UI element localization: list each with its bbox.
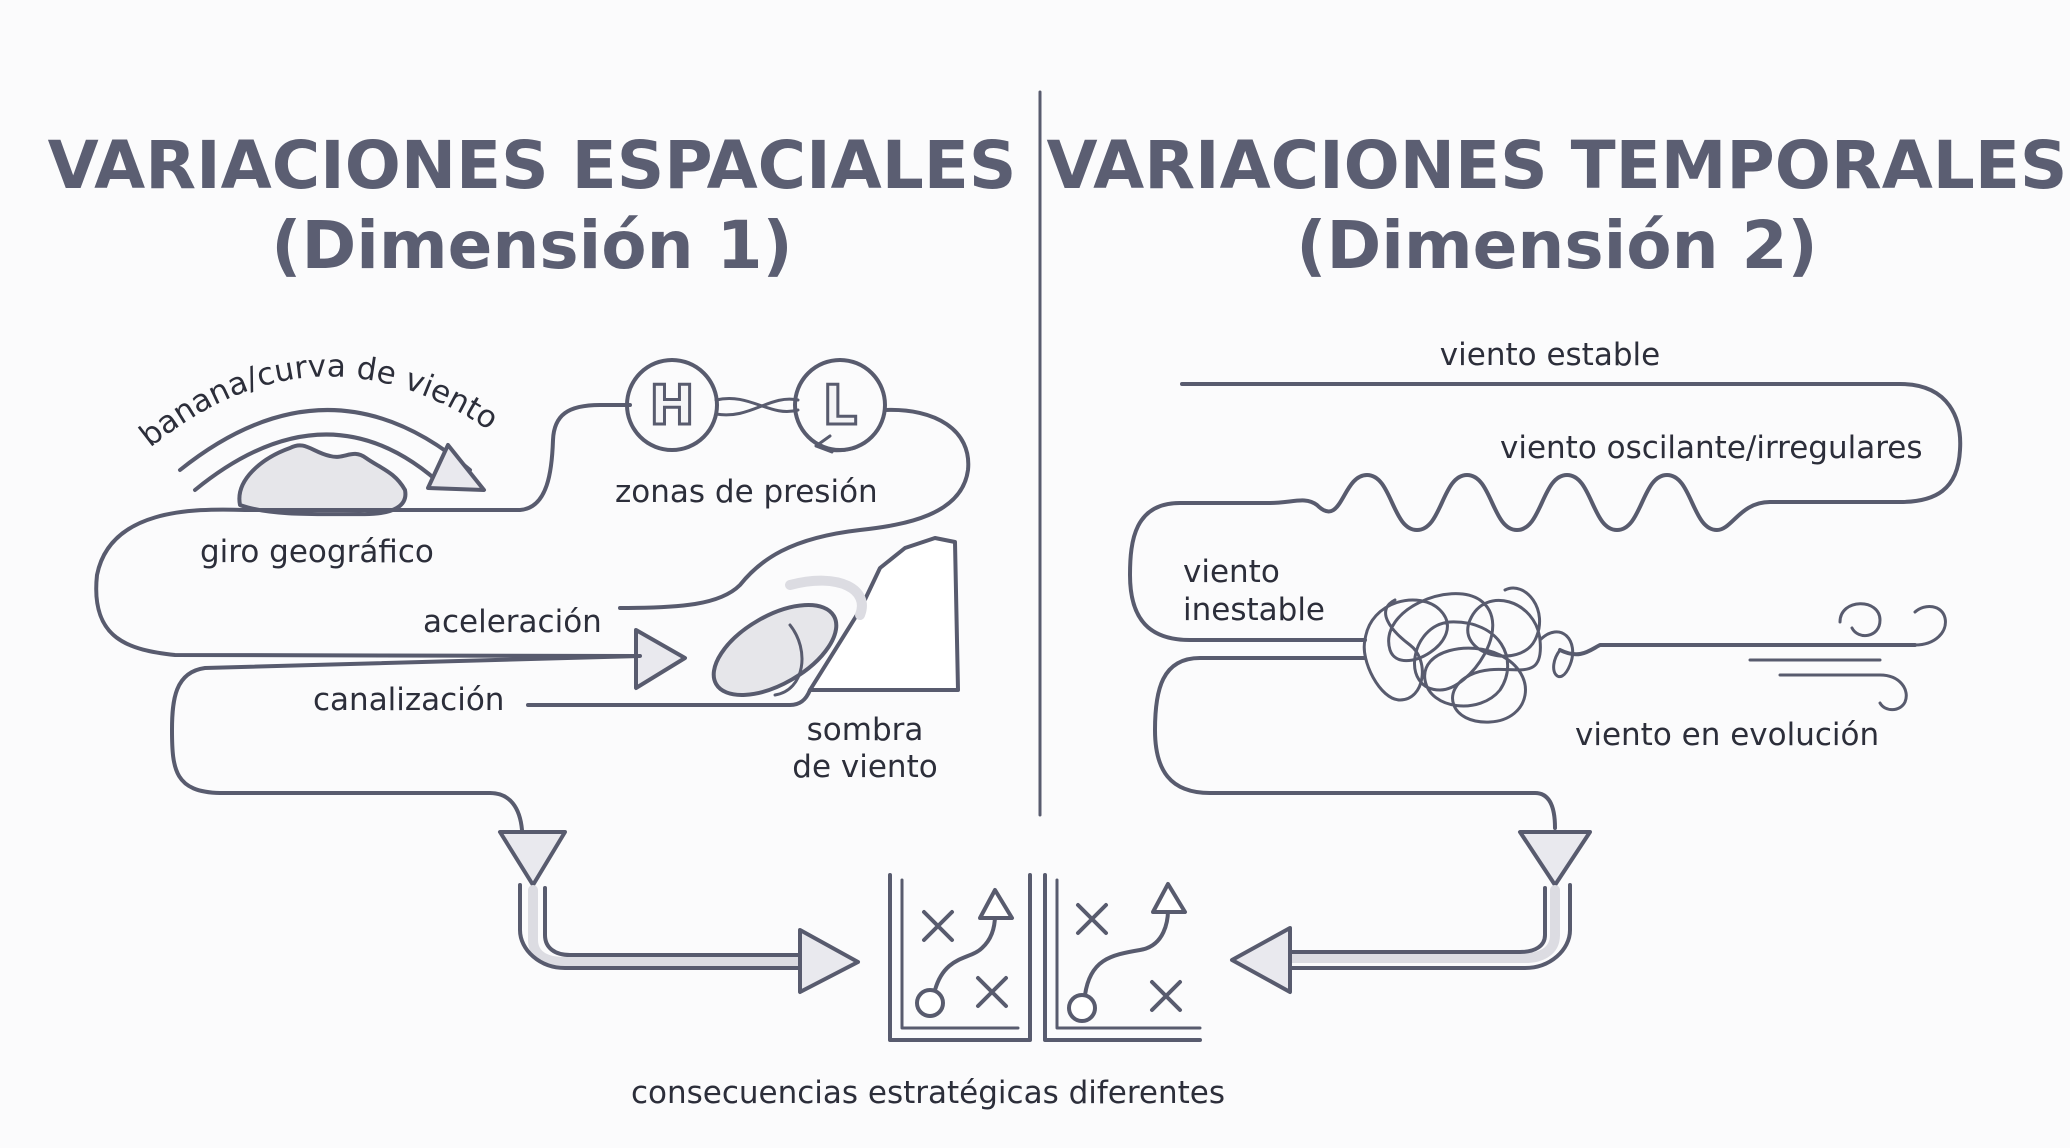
- left-wind-line-upper: [243, 403, 632, 512]
- strategy-boards: [888, 873, 1202, 1042]
- evolving-curl-bottom: [1878, 673, 1908, 712]
- shadow-highlight: [785, 575, 867, 620]
- stable-wind-line: [1180, 382, 1963, 504]
- label-pressure-zones: zonas de presión: [615, 474, 878, 510]
- label-channeling: canalización: [313, 682, 504, 718]
- right-connector-line-a: [1288, 883, 1572, 970]
- right-connector-line-b: [1288, 886, 1547, 954]
- wind-shadow-eddy: [711, 603, 839, 697]
- island-shape: [237, 443, 408, 517]
- high-pressure-letter: H: [649, 374, 694, 437]
- channeling-line: [526, 688, 812, 707]
- high-pressure-circle: [625, 358, 719, 452]
- label-wind-shadow-line1: sombra: [807, 712, 924, 748]
- left-wind-loop-lower: [170, 654, 642, 832]
- right-funnel-arrowhead: [1518, 830, 1592, 887]
- evolving-wind-line: [1558, 643, 1917, 657]
- pressure-link-1: [714, 397, 800, 413]
- cross-icon: [976, 976, 1008, 1008]
- cross-icon: [1150, 980, 1182, 1012]
- strategy-board-left: [888, 873, 1032, 1042]
- left-connector-arrowhead: [798, 928, 860, 994]
- label-acceleration: aceleración: [423, 604, 602, 640]
- banana-curve-outer: [178, 408, 472, 472]
- strategy-board-right-inner: [1055, 878, 1202, 1030]
- label-banana-curve: banana/curva de viento: [133, 348, 505, 454]
- right-wind-loop-middle: [1128, 501, 1367, 642]
- label-geographic-turn: giro geográfico: [200, 534, 434, 570]
- left-wind-loop-right: [618, 407, 971, 610]
- label-unstable-wind-line1: viento: [1183, 554, 1280, 590]
- route-path-right: [1083, 908, 1170, 997]
- route-arrow-icon: [1151, 882, 1187, 914]
- label-stable-wind: viento estable: [1440, 337, 1660, 373]
- left-connector-line-a: [518, 883, 802, 970]
- low-rotation-arrowhead: [814, 434, 834, 454]
- left-title-line2: (Dimensión 1): [271, 207, 792, 284]
- wind-shadow-eddy-curl: [773, 623, 804, 697]
- label-strategic-consequences: consecuencias estratégicas diferentes: [631, 1075, 1225, 1111]
- cross-icon: [922, 910, 954, 942]
- right-title-line2: (Dimensión 2): [1296, 207, 1817, 284]
- acceleration-arrowhead: [634, 628, 687, 690]
- evolving-curl-top: [1838, 602, 1882, 637]
- label-oscillating-wind: viento oscilante/irregulares: [1500, 430, 1923, 466]
- label-evolving-wind: viento en evolución: [1575, 717, 1879, 753]
- banana-arrowhead: [426, 443, 486, 492]
- cross-icon: [1076, 903, 1108, 935]
- right-connector-arrowhead: [1230, 926, 1292, 994]
- label-unstable-wind-line2: inestable: [1183, 592, 1325, 628]
- low-pressure-letter: L: [823, 374, 857, 437]
- label-wind-shadow-line2: de viento: [792, 749, 937, 785]
- right-connector-highlight: [1285, 885, 1560, 963]
- pressure-link-2: [714, 397, 800, 417]
- left-funnel-arrowhead: [498, 830, 567, 887]
- evolving-curl-right: [1913, 605, 1947, 647]
- strategy-board-right: [1043, 873, 1202, 1042]
- right-wind-loop-lower: [1153, 656, 1557, 830]
- route-path-left: [933, 913, 997, 992]
- route-arrow-icon: [978, 888, 1014, 920]
- strategy-board-left-inner: [900, 878, 1020, 1030]
- oscillating-wind-line: [1198, 473, 1772, 532]
- banana-curve-inner: [193, 432, 447, 492]
- left-connector-line-b: [543, 886, 802, 957]
- right-title-line1: VARIACIONES TEMPORALES: [1047, 127, 2068, 204]
- label-banana-curve-path: banana/curva de viento: [133, 348, 505, 454]
- left-wind-line-lower: [94, 507, 642, 658]
- left-title-line1: VARIACIONES ESPACIALES: [48, 127, 1017, 204]
- left-connector-highlight: [528, 885, 805, 967]
- unstable-wind-tangle: [1362, 586, 1575, 724]
- start-circle-icon: [1067, 993, 1097, 1023]
- start-circle-icon: [915, 988, 945, 1018]
